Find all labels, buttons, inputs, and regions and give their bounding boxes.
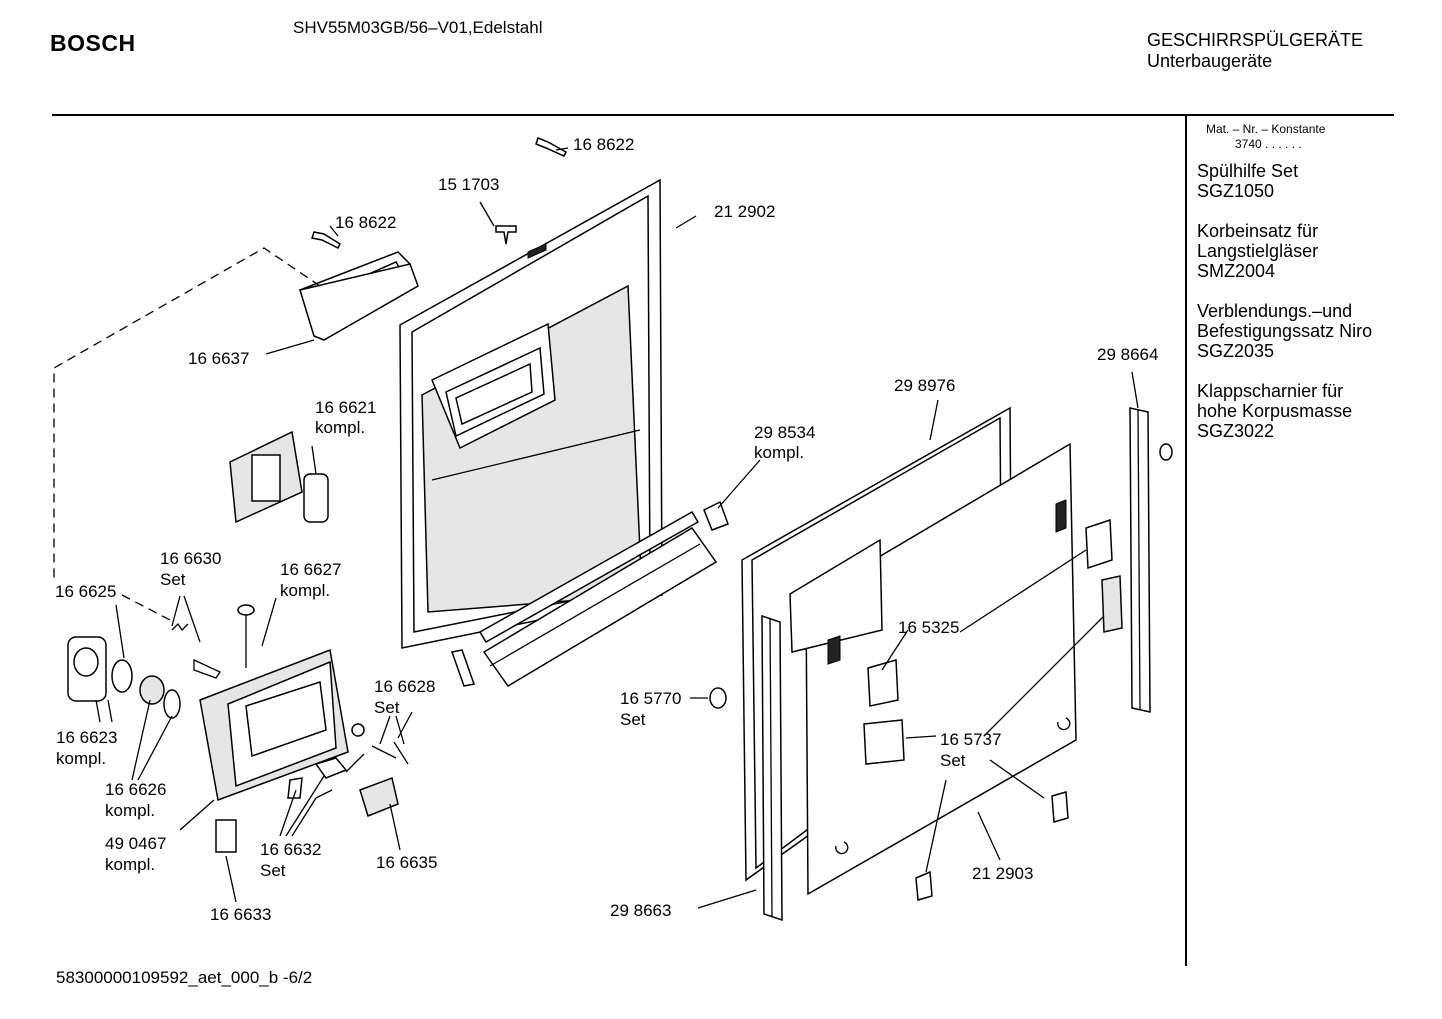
screw-icon (311, 231, 341, 250)
accessory-line: SGZ1050 (1197, 181, 1275, 201)
exploded-parts-diagram: 16 8622 15 1703 16 8622 21 2902 16 6637 … (53, 135, 1173, 924)
spring-part (171, 604, 413, 799)
screw-icon (535, 137, 567, 157)
material-number-value: 3740 . . . . . . (1235, 137, 1302, 151)
bracket-part (709, 443, 1173, 901)
part-label: 21 2902 (714, 202, 775, 221)
sidebar-divider (1185, 116, 1187, 966)
dispenser-cover (229, 430, 329, 524)
accessory-line: SGZ3022 (1197, 421, 1275, 441)
part-label: 16 5770 (620, 689, 681, 708)
assembly-dashed-line (53, 247, 321, 621)
accessory-line: Langstielgläser (1197, 241, 1319, 261)
accessory-line: Korbeinsatz für (1197, 221, 1319, 241)
switch-part (215, 776, 399, 853)
model-number: SHV55M03GB/56–V01,Edelstahl (293, 18, 543, 37)
part-label: 16 6625 (55, 582, 116, 601)
side-trim-left (761, 614, 783, 922)
category-title: GESCHIRRSPÜLGERÄTE (1147, 30, 1364, 50)
part-label: 16 6633 (210, 905, 271, 924)
accessory-line: Befestigungssatz Niro (1197, 321, 1373, 341)
part-label: 16 6635 (376, 853, 437, 872)
dispenser-knob (67, 636, 181, 719)
part-label: 29 8976 (894, 376, 955, 395)
part-label: 29 8664 (1097, 345, 1158, 364)
accessory-line: SGZ2035 (1197, 341, 1275, 361)
part-label: 16 6637 (188, 349, 249, 368)
accessory-item: Korbeinsatz für Langstielgläser SMZ2004 (1197, 221, 1318, 281)
part-label: 16 8622 (573, 135, 634, 154)
accessory-item: Verblendungs.–und Befestigungssatz Niro … (1197, 301, 1372, 361)
document-id: 58300000109592_aet_000_b -6/2 (56, 968, 313, 987)
leader-lines (95, 147, 1139, 909)
dispenser-assembly (199, 648, 349, 802)
hinge-lever (451, 500, 729, 687)
detergent-window-frame (298, 251, 419, 341)
mounting-panel (789, 442, 1077, 896)
accessory-line: Verblendungs.–und (1197, 301, 1353, 321)
bottom-rail (478, 510, 718, 687)
accessory-line: Spülhilfe Set (1197, 161, 1299, 181)
part-label: 16 8622 (335, 213, 396, 232)
brand-logo: BOSCH (50, 30, 136, 56)
accessory-line: Klappscharnier für (1197, 381, 1344, 401)
part-label: 15 1703 (438, 175, 499, 194)
material-number-label: Mat. – Nr. – Konstante (1206, 122, 1326, 136)
category-subtitle: Unterbaugeräte (1147, 51, 1273, 71)
part-label: 21 2903 (972, 864, 1033, 883)
part-label: 29 8663 (610, 901, 671, 920)
accessory-line: hohe Korpusmasse (1197, 401, 1353, 421)
screw-icon (495, 225, 517, 245)
side-trim-right (1129, 407, 1151, 713)
part-label: 16 5325 (898, 618, 959, 637)
accessory-line: SMZ2004 (1197, 261, 1276, 281)
inner-door-panel (399, 178, 663, 649)
part-label: Set (620, 710, 646, 729)
header-divider (52, 114, 1394, 116)
accessory-item: Spülhilfe Set SGZ1050 (1197, 161, 1298, 201)
accessory-item: Klappscharnier für hohe Korpusmasse SGZ3… (1197, 381, 1352, 441)
